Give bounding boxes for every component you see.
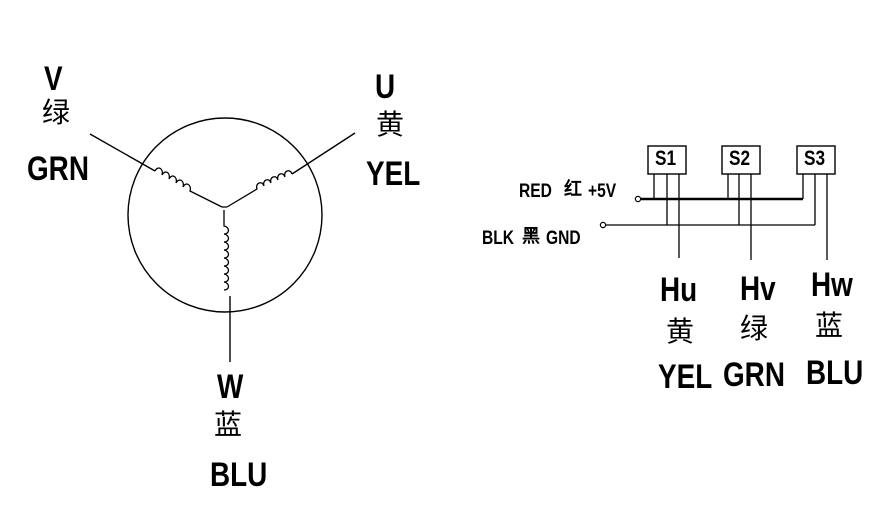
phase-v-color: GRN bbox=[27, 150, 89, 188]
sensor-s3-label: S3 bbox=[804, 147, 826, 170]
phase-u-letter: U bbox=[375, 68, 396, 106]
output-hu-cn: 黄 bbox=[666, 315, 695, 348]
output-hw-color: BLU bbox=[806, 354, 864, 392]
phase-u-color: YEL bbox=[366, 155, 421, 193]
phase-v-coil bbox=[154, 167, 223, 208]
sensor-box-s1 bbox=[647, 145, 687, 175]
power-wire-cn: 红 bbox=[564, 179, 582, 200]
output-hv-name: Hv bbox=[740, 270, 776, 308]
sensor-s2-label: S2 bbox=[729, 147, 751, 170]
sensor-s1-label: S1 bbox=[655, 147, 677, 170]
phase-u-lead bbox=[291, 132, 356, 175]
phase-w-color: BLU bbox=[210, 456, 268, 494]
output-hw-name: Hw bbox=[811, 266, 853, 304]
sensor-box-s2 bbox=[721, 145, 761, 175]
power-wire-value: +5V bbox=[588, 181, 617, 202]
phase-u-coil bbox=[226, 170, 293, 208]
phase-v-letter: V bbox=[44, 60, 63, 98]
output-hv-cn: 绿 bbox=[740, 312, 769, 345]
output-hu-name: Hu bbox=[660, 271, 698, 309]
gnd-terminal bbox=[599, 221, 607, 229]
phase-w-cn: 蓝 bbox=[214, 408, 243, 441]
ground-wire-value: GND bbox=[546, 228, 581, 249]
phase-u-cn: 黄 bbox=[376, 108, 405, 141]
ground-wire-name: BLK bbox=[482, 228, 515, 249]
power-wire-name: RED bbox=[519, 181, 552, 202]
phase-w-coil bbox=[223, 210, 230, 291]
motor-stator-circle bbox=[127, 117, 323, 313]
output-hw-cn: 蓝 bbox=[815, 309, 844, 342]
phase-v-lead bbox=[89, 133, 156, 172]
phase-v-cn: 绿 bbox=[42, 96, 71, 129]
output-hu-color: YEL bbox=[658, 358, 713, 396]
vcc-terminal bbox=[634, 195, 642, 203]
ground-wire-cn: 黑 bbox=[522, 226, 540, 247]
sensor-box-s3 bbox=[796, 145, 836, 175]
output-hv-color: GRN bbox=[723, 356, 785, 394]
phase-w-letter: W bbox=[217, 368, 244, 406]
